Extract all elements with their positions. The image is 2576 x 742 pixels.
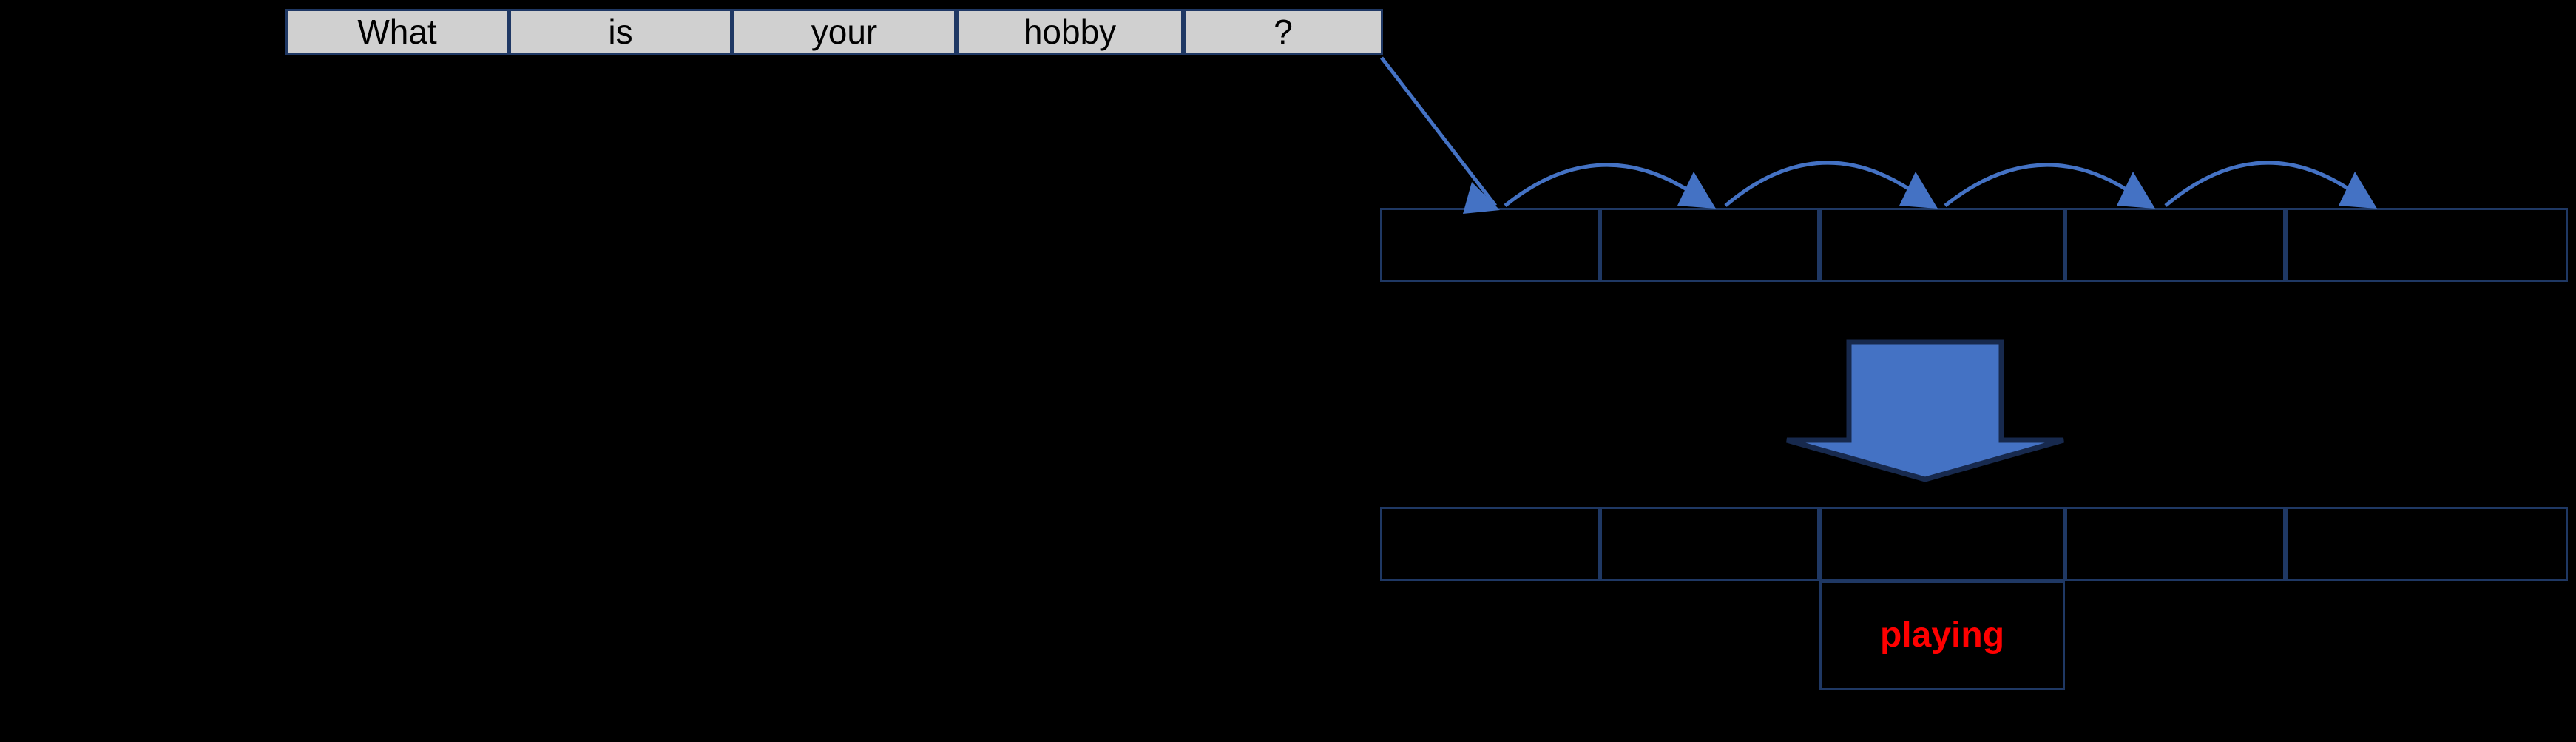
predicted-token-cell[interactable]: playing [1819, 581, 2065, 690]
source-to-encoder-arrow [1380, 56, 1500, 214]
source-cell-label: hobby [1023, 13, 1117, 51]
decoder-cell-1[interactable] [1600, 507, 1819, 581]
decoder-cell-3[interactable] [2065, 507, 2285, 581]
encoder-cell-4[interactable] [2285, 208, 2568, 282]
encoder-cell-3[interactable] [2065, 208, 2285, 282]
source-cell-1[interactable]: is [509, 9, 732, 55]
source-cell-label: What [357, 13, 437, 51]
source-cell-label: your [811, 13, 878, 51]
downward-block-arrow[interactable] [1786, 339, 2064, 482]
predicted-token-label: playing [1879, 615, 2005, 655]
encoder-arc-3 [1944, 163, 2155, 209]
decoder-cell-0[interactable] [1380, 507, 1600, 581]
decoder-cell-2[interactable] [1819, 507, 2065, 581]
encoder-cell-0[interactable] [1380, 208, 1600, 282]
source-cell-label: ? [1274, 13, 1293, 51]
encoder-arc-4 [2164, 161, 2377, 209]
encoder-cell-1[interactable] [1600, 208, 1819, 282]
encoder-cell-2[interactable] [1819, 208, 2065, 282]
source-cell-0[interactable]: What [285, 9, 509, 55]
decoder-cell-4[interactable] [2285, 507, 2568, 581]
encoder-arc-2 [1724, 161, 1938, 209]
encoder-arc-1 [1504, 163, 1716, 209]
source-cell-label: is [608, 13, 633, 51]
source-cell-4[interactable]: ? [1183, 9, 1383, 55]
source-cell-2[interactable]: your [732, 9, 956, 55]
source-cell-3[interactable]: hobby [956, 9, 1183, 55]
